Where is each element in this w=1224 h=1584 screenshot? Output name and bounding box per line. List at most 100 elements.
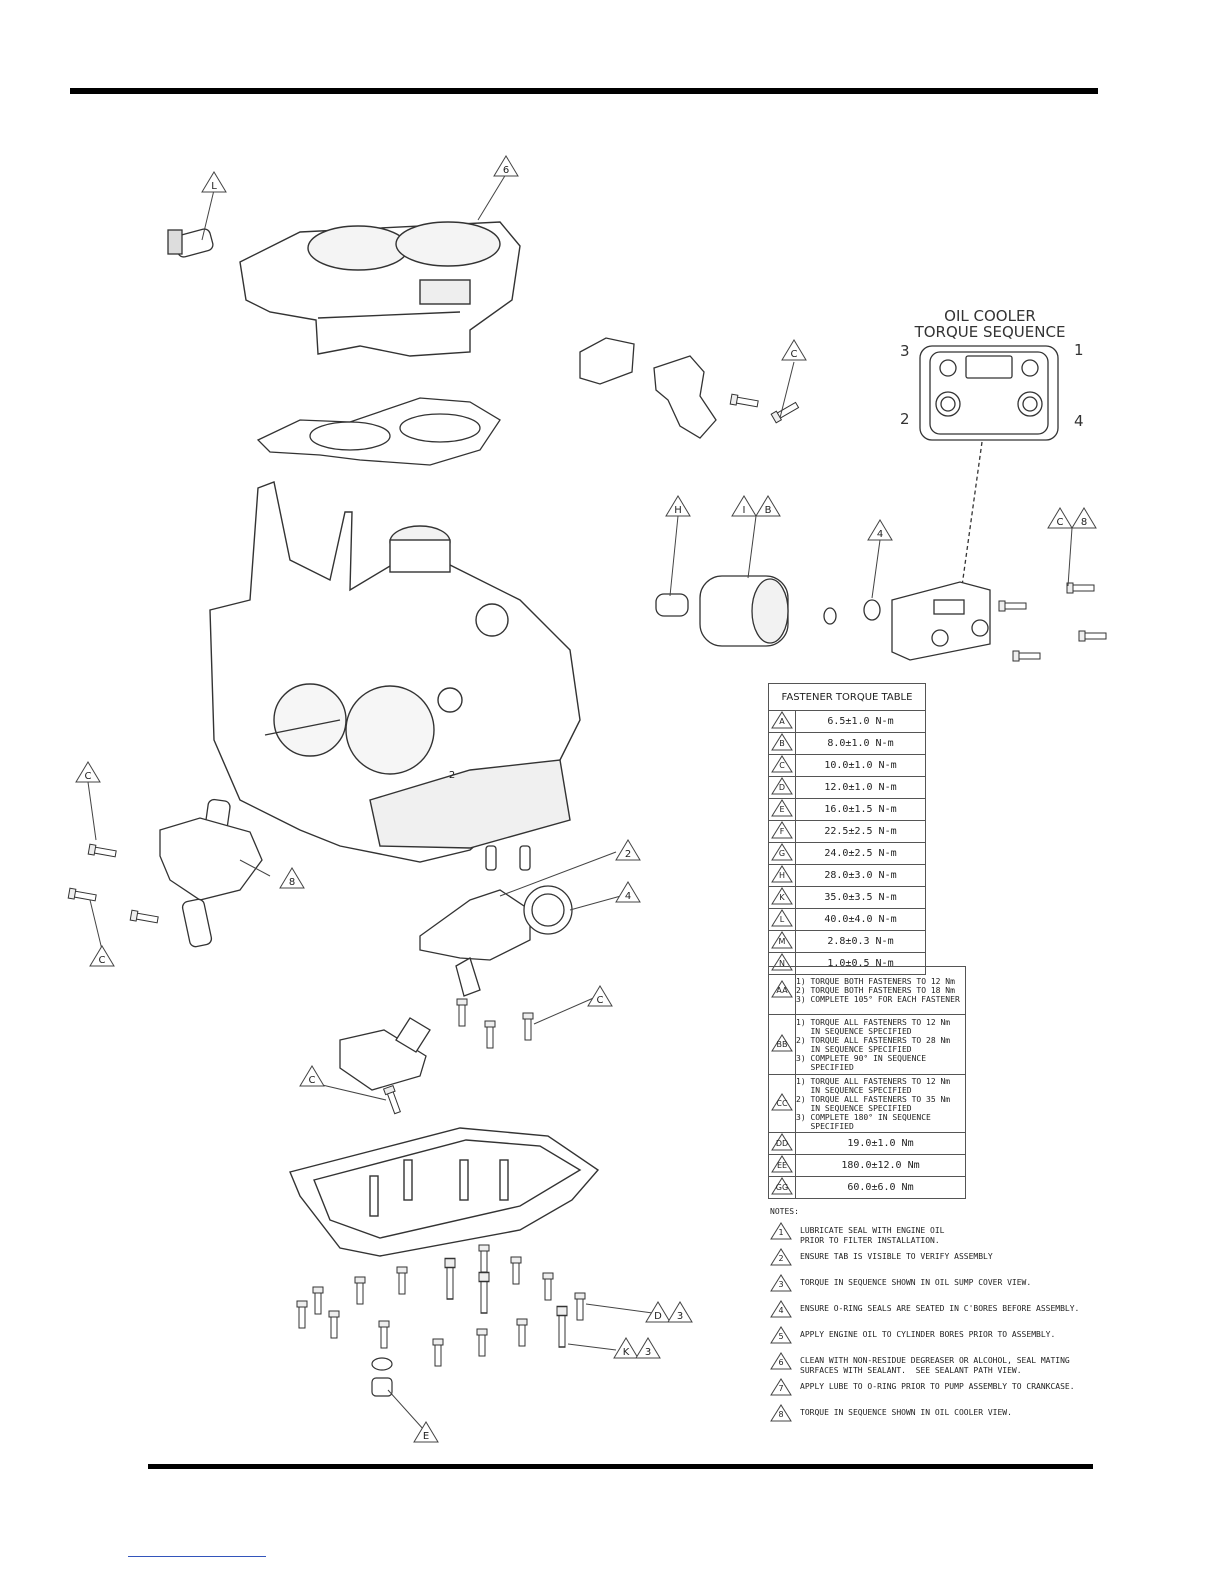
torque-key: A [768, 710, 796, 733]
callout-C-thermostat: C [791, 349, 798, 360]
torque-row: G 24.0±2.5 N-m [768, 842, 926, 865]
crankcase-part [209, 481, 581, 863]
triangle-label: C [779, 761, 785, 770]
oil-sump-cover-part [339, 998, 534, 1116]
torque-key: M [768, 930, 796, 953]
triangle-label: B [779, 739, 785, 748]
torque-value: 180.0±12.0 Nm [795, 1154, 966, 1177]
sequence-num-4: 4 [1074, 412, 1084, 430]
note-triangle-icon: 4 [770, 1300, 792, 1318]
callout-D: D [654, 1311, 662, 1322]
top-rule [70, 88, 1098, 94]
torque-key: DD [768, 1132, 796, 1155]
torque-key: CC [768, 1074, 796, 1133]
callout-leaders [87, 173, 1073, 1431]
torque-key: C [768, 754, 796, 777]
note-triangle-icon: 3 [770, 1274, 792, 1292]
torque-value: 35.0±3.5 N-m [795, 886, 926, 909]
oil-filter-part [655, 575, 881, 647]
triangle-label: 1 [778, 1228, 784, 1237]
triangle-label: 8 [778, 1410, 784, 1419]
sequence-num-3: 3 [900, 342, 910, 360]
note-triangle-icon: 6 [770, 1352, 792, 1370]
triangle-label: H [778, 871, 785, 880]
note-text: TORQUE IN SEQUENCE SHOWN IN OIL SUMP COV… [800, 1278, 1032, 1287]
note-triangle-icon: G [771, 843, 793, 861]
torque-value: 16.0±1.5 N-m [795, 798, 926, 821]
callout-C-pump-lower: C [99, 955, 106, 966]
torque-row: M 2.8±0.3 N-m [768, 930, 926, 953]
torque-value: 2.8±0.3 N-m [795, 930, 926, 953]
triangle-label: M [778, 937, 786, 946]
triangle-label: D [778, 783, 786, 792]
callout-triangles [75, 155, 1097, 1443]
head-gasket-part [256, 397, 501, 466]
oil-cooler-title-line1: OIL COOLER [944, 307, 1036, 325]
oil-plug-part [167, 228, 214, 258]
torque-key: BB [768, 1014, 796, 1075]
callout-labels: L 6 C H I B 4 C 8 C 8 C 2 4 C C D 3 K 3 … [85, 165, 1088, 1442]
note-triangle-icon: 7 [770, 1378, 792, 1396]
callout-4-cooler: 4 [877, 529, 883, 540]
triangle-label: 4 [778, 1306, 784, 1315]
callout-H: H [674, 505, 682, 516]
note-triangle-icon: E [771, 799, 793, 817]
oil-pump-part [419, 845, 573, 997]
torque-key: L [768, 908, 796, 931]
triangle-label: GG [775, 1183, 789, 1192]
triangle-label: G [778, 849, 786, 858]
callout-4-oilpump: 4 [625, 891, 631, 902]
torque-table-header: FASTENER TORQUE TABLE [768, 683, 926, 711]
note-item: 4 ENSURE O-RING SEALS ARE SEATED IN C'BOR… [770, 1300, 1100, 1326]
torque-key: GG [768, 1176, 796, 1199]
note-triangle-icon: 8 [770, 1404, 792, 1422]
torque-value: 40.0±4.0 N-m [795, 908, 926, 931]
callout-C-sensor: C [309, 1075, 316, 1086]
note-triangle-icon: 5 [770, 1326, 792, 1344]
torque-key: H [768, 864, 796, 887]
note-triangle-icon: H [771, 865, 793, 883]
torque-key: AA [768, 966, 796, 1015]
footer-link-underline[interactable] [128, 1556, 266, 1557]
callout-3-K: 3 [645, 1347, 651, 1358]
note-text: ENSURE O-RING SEALS ARE SEATED IN C'BORE… [800, 1304, 1080, 1313]
sequence-num-1: 1 [1074, 341, 1084, 359]
triangle-label: DD [775, 1139, 789, 1148]
triangle-label: A [779, 717, 785, 726]
note-triangle-icon: GG [771, 1177, 793, 1195]
note-triangle-icon: DD [771, 1133, 793, 1151]
callout-C-cooler: C [1057, 517, 1064, 528]
torque-value: 24.0±2.5 N-m [795, 842, 926, 865]
sequence-num-2: 2 [900, 410, 910, 428]
note-triangle-icon: D [771, 777, 793, 795]
triangle-label: L [779, 915, 785, 924]
water-pump-part [67, 798, 263, 948]
torque-key: E [768, 798, 796, 821]
torque-value: 6.5±1.0 N-m [795, 710, 926, 733]
note-triangle-icon: L [771, 909, 793, 927]
callout-6: 6 [503, 165, 509, 176]
triangle-label: N [779, 959, 785, 968]
torque-value: 60.0±6.0 Nm [795, 1176, 966, 1199]
cylinder-block-part [239, 221, 521, 357]
note-triangle-icon: CC [771, 1093, 793, 1111]
torque-key: D [768, 776, 796, 799]
note-triangle-icon: AA [771, 980, 793, 998]
torque-key: EE [768, 1154, 796, 1177]
note-triangle-icon: F [771, 821, 793, 839]
note-text: TORQUE IN SEQUENCE SHOWN IN OIL COOLER V… [800, 1408, 1012, 1417]
torque-key: B [768, 732, 796, 755]
